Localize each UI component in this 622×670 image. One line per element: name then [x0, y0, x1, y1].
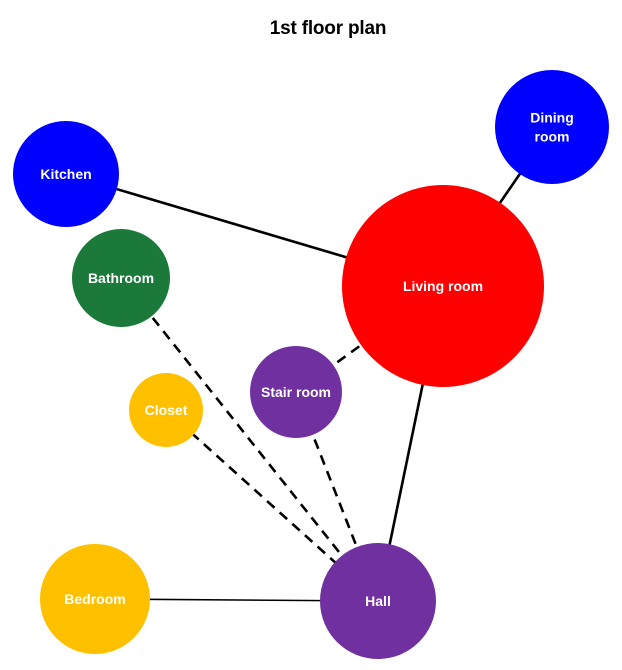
node-dining-room: Dining room — [495, 70, 609, 184]
node-closet: Closet — [129, 373, 203, 447]
node-bedroom: Bedroom — [40, 544, 150, 654]
node-label-stair-room: Stair room — [261, 384, 331, 400]
node-circle-kitchen — [13, 121, 119, 227]
node-circle-bedroom — [40, 544, 150, 654]
node-circle-stair-room — [250, 346, 342, 438]
node-label-dining-room: Dining — [530, 110, 574, 126]
node-hall: Hall — [320, 543, 436, 659]
node-label-living-room: Living room — [403, 278, 483, 294]
node-label-closet: Closet — [145, 402, 188, 418]
edge-closet-hall — [165, 409, 379, 602]
node-circle-hall — [320, 543, 436, 659]
node-label-bedroom: Bedroom — [64, 591, 125, 607]
node-circle-closet — [129, 373, 203, 447]
node-kitchen: Kitchen — [13, 121, 119, 227]
node-bathroom: Bathroom — [72, 229, 170, 327]
node-stair-room: Stair room — [250, 346, 342, 438]
node-circle-living-room — [342, 185, 544, 387]
diagram-title: 1st floor plan — [269, 18, 387, 39]
node-circle-bathroom — [72, 229, 170, 327]
node-living-room: Living room — [342, 185, 544, 387]
edge-bathroom-hall — [119, 277, 380, 602]
node-circle-dining-room — [495, 70, 609, 184]
node-label-hall: Hall — [365, 593, 391, 609]
node-label-dining-room: room — [535, 129, 570, 145]
node-label-bathroom: Bathroom — [88, 270, 154, 286]
node-label-kitchen: Kitchen — [40, 166, 91, 182]
